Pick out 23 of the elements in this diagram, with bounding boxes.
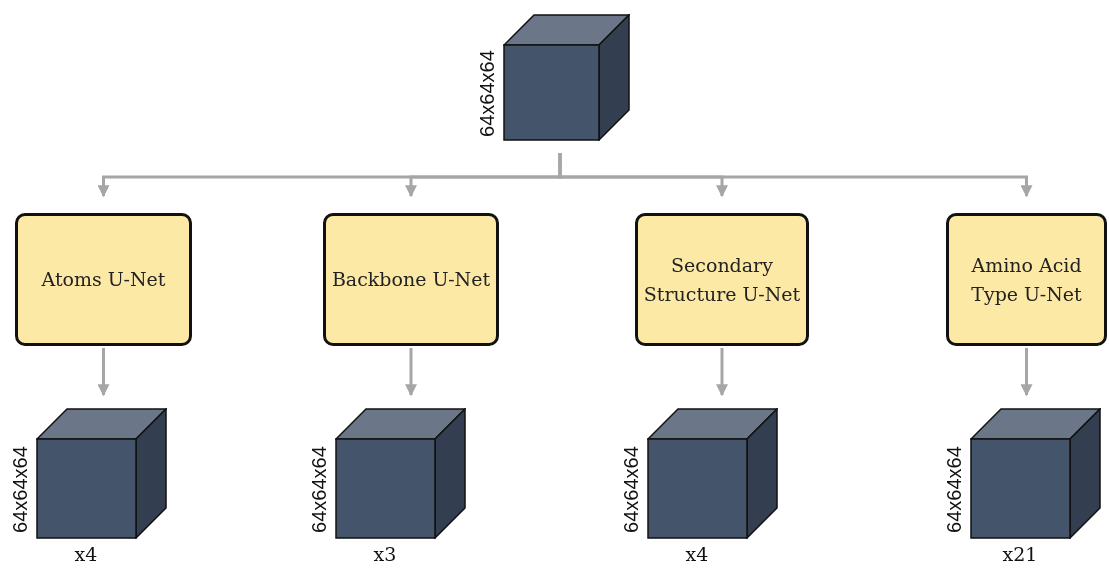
cube-drawing (335, 408, 466, 539)
arrow (97, 348, 110, 397)
process-box: Secondary Structure U-Net (635, 213, 809, 346)
process-box: Atoms U-Net (15, 213, 192, 346)
process-box: Backbone U-Net (323, 213, 499, 346)
cube-drawing (970, 408, 1101, 539)
arrow (1020, 348, 1033, 397)
dimension-label: 64x64x64 (619, 445, 643, 533)
arrow (405, 348, 417, 397)
dimension-label: 64x64x64 (307, 445, 331, 533)
count-label: x4 (685, 543, 709, 565)
arrow (716, 348, 728, 397)
cube-drawing (36, 408, 167, 539)
dimension-label: 64x64x64 (942, 445, 966, 533)
count-label: x3 (373, 543, 397, 565)
cube-drawing (647, 408, 778, 539)
count-label: x21 (1002, 543, 1038, 565)
arrow (558, 153, 1033, 198)
dimension-label: 64x64x64 (8, 445, 32, 533)
count-label: x4 (74, 543, 98, 565)
cube-drawing (503, 14, 630, 141)
process-box: Amino Acid Type U-Net (946, 213, 1107, 346)
dimension-label: 64x64x64 (475, 49, 499, 137)
